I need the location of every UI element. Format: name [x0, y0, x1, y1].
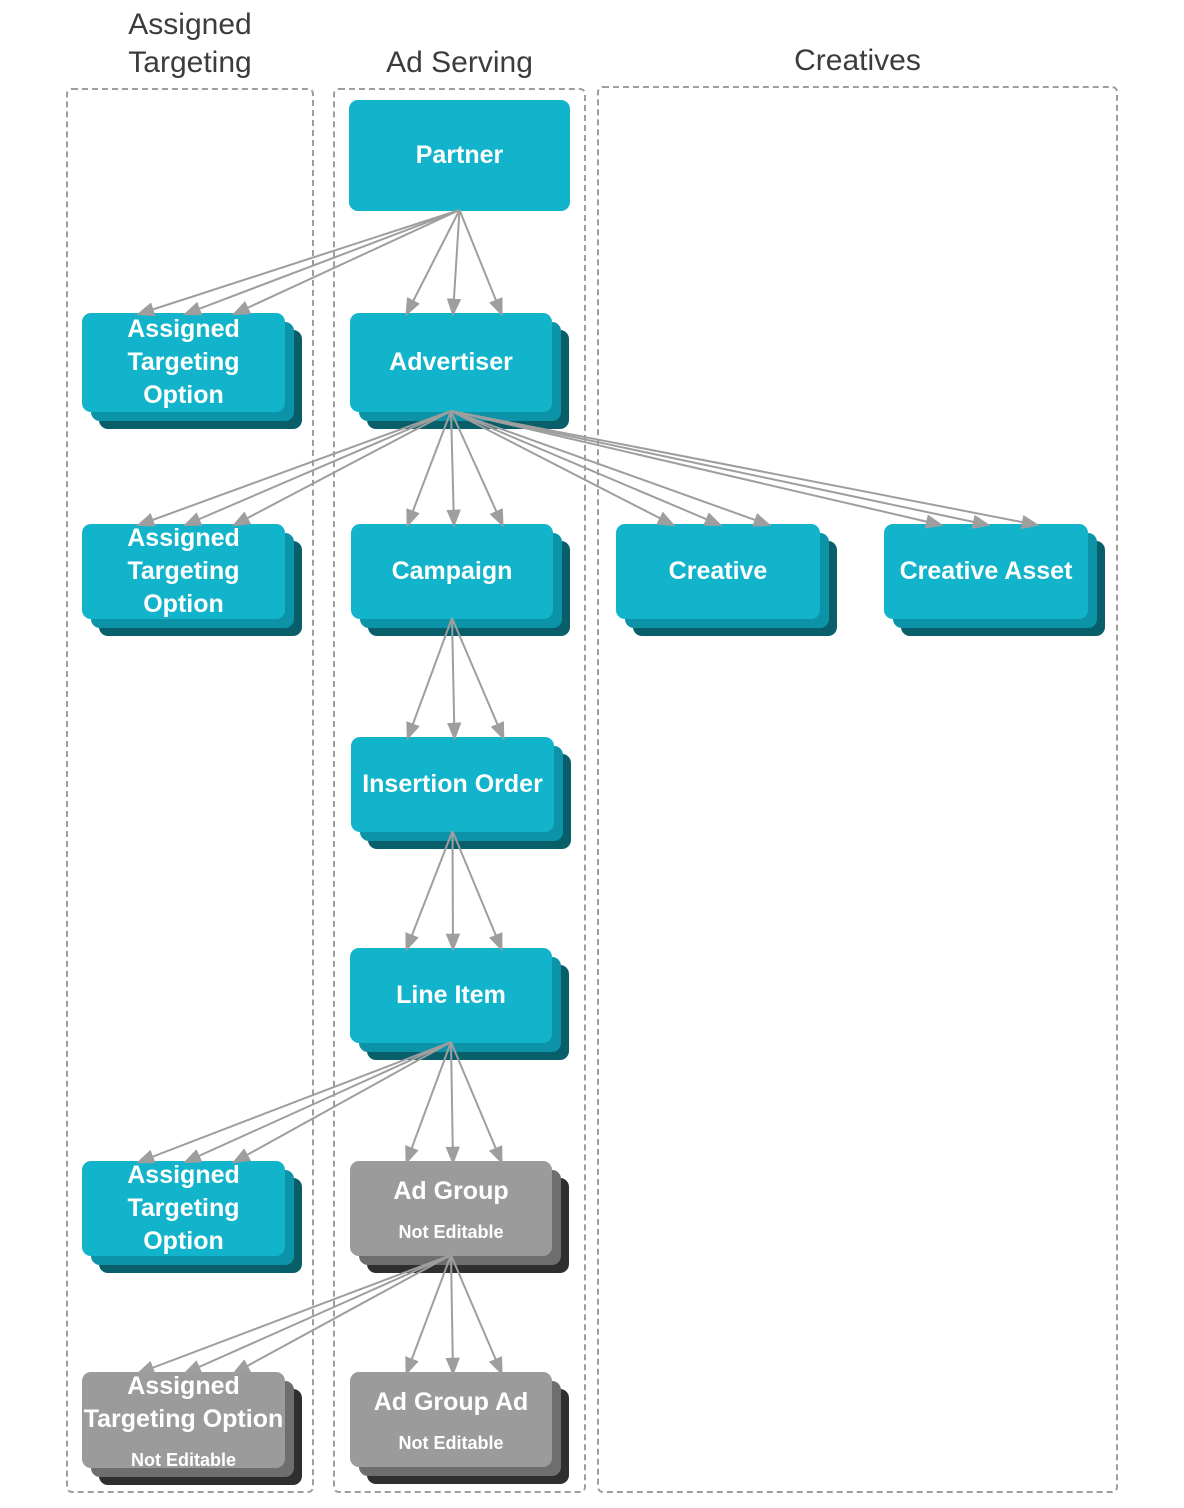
node-advertiser: Advertiser: [350, 313, 552, 412]
node-label-line: Targeting: [127, 348, 240, 376]
node-label-line: Targeting: [127, 1194, 240, 1222]
column-frame-creatives: [597, 86, 1118, 1493]
node-label-line: Creative Asset: [899, 557, 1073, 585]
node-creative-asset: Creative Asset: [884, 524, 1088, 619]
node-line-item: Line Item: [350, 948, 552, 1043]
node-label-line: Campaign: [391, 557, 513, 585]
node-label-line: Ad Group Ad: [373, 1387, 529, 1416]
node-creative: Creative: [616, 524, 820, 619]
node-insertion-order: Insertion Order: [351, 737, 554, 832]
node-ad-group-ad: Ad Group Ad Not Editable: [350, 1372, 552, 1467]
node-label-line: Insertion Order: [362, 770, 543, 798]
node-sublabel: Not Editable: [398, 1432, 504, 1453]
node-label-line: Partner: [415, 141, 504, 169]
node-label-line: Option: [143, 590, 224, 618]
node-label-line: Targeting Option: [83, 1404, 284, 1433]
column-title-line: Targeting: [128, 46, 252, 79]
node-label-line: Assigned: [127, 524, 240, 552]
node-label-line: Targeting: [127, 557, 240, 585]
node-label-line: Advertiser: [389, 348, 513, 376]
node-label-line: Assigned: [127, 1371, 240, 1400]
node-campaign: Campaign: [351, 524, 553, 619]
node-label-line: Line Item: [396, 981, 506, 1009]
node-label-line: Creative: [668, 557, 768, 585]
column-frame-ad-serving: [333, 88, 586, 1493]
node-label-line: Assigned: [127, 315, 240, 343]
column-frame-assigned-targeting: [66, 88, 314, 1493]
node-partner: Partner: [349, 100, 570, 211]
column-title-creatives: Creatives: [597, 42, 1118, 80]
column-title-line: Assigned: [128, 8, 252, 41]
node-label-line: Option: [143, 381, 224, 409]
column-title-line: Ad Serving: [386, 46, 533, 79]
node-sublabel: Not Editable: [130, 1449, 236, 1470]
node-label-line: Assigned: [127, 1161, 240, 1189]
node-label-line: Ad Group: [393, 1176, 509, 1205]
node-sublabel: Not Editable: [398, 1221, 504, 1242]
column-title-ad-serving: Ad Serving: [333, 44, 586, 82]
node-label-line: Option: [143, 1227, 224, 1255]
column-title-line: Creatives: [794, 44, 921, 77]
